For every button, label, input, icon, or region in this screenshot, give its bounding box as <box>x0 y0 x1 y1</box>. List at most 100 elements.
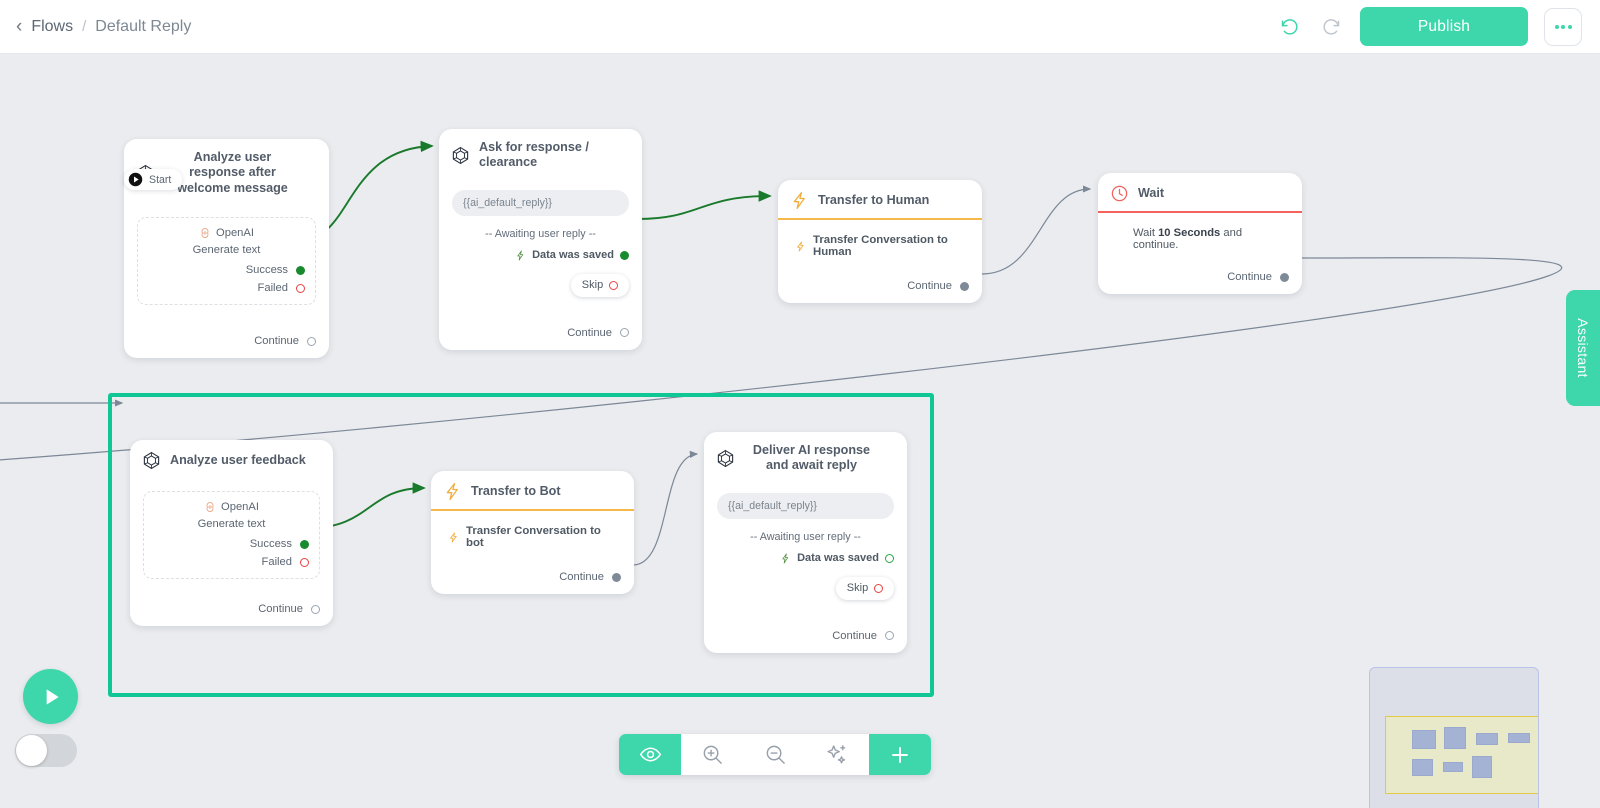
zoom-out-icon <box>766 745 785 764</box>
port-dot-success[interactable] <box>300 539 309 549</box>
port-dot-success[interactable] <box>296 265 305 275</box>
port-dot-skip[interactable] <box>874 583 884 593</box>
node-analyze-feedback[interactable]: Analyze user feedback OpenAI Generate te… <box>130 440 333 626</box>
zoom-out-button[interactable] <box>743 734 807 775</box>
continue-label: Continue <box>559 571 604 583</box>
data-saved-row[interactable]: Data was saved <box>717 552 894 565</box>
port-dot-skip[interactable] <box>609 280 619 290</box>
data-saved-row[interactable]: Data was saved <box>452 249 629 262</box>
preview-button[interactable] <box>619 734 682 775</box>
wait-description: Wait 10 Seconds and continue. <box>1111 223 1289 271</box>
node-action-box[interactable]: OpenAI Generate text Success Failed <box>143 491 320 579</box>
port-dot-continue[interactable] <box>1280 272 1289 282</box>
assistant-tab[interactable]: Assistant <box>1566 290 1600 406</box>
start-badge[interactable]: Start <box>124 169 183 190</box>
port-failed[interactable]: Failed <box>154 556 309 568</box>
flow-enable-toggle[interactable] <box>15 734 77 767</box>
publish-button[interactable]: Publish <box>1360 7 1528 46</box>
port-dot-continue[interactable] <box>311 604 320 614</box>
data-saved-label: Data was saved <box>532 249 614 262</box>
continue-label: Continue <box>832 629 877 642</box>
port-continue[interactable]: Continue <box>717 630 894 642</box>
port-success[interactable]: Success <box>148 264 305 276</box>
data-saved-label: Data was saved <box>797 552 879 565</box>
port-continue[interactable]: Continue <box>137 335 316 347</box>
breadcrumb-separator: / <box>82 18 87 35</box>
zoom-in-icon <box>703 745 722 764</box>
auto-arrange-button[interactable] <box>806 734 869 775</box>
eye-icon <box>639 747 661 762</box>
port-dot-failed[interactable] <box>300 557 309 567</box>
node-transfer-bot[interactable]: Transfer to Bot Transfer Conversation to… <box>431 471 634 594</box>
port-dot-continue[interactable] <box>620 328 629 338</box>
ai-polyhedron-icon <box>452 146 469 165</box>
port-failed[interactable]: Failed <box>148 282 305 294</box>
node-body: {{ai_default_reply}} -- Awaiting user re… <box>439 180 642 350</box>
openai-icon <box>201 228 209 239</box>
wait-prefix: Wait <box>1133 227 1159 239</box>
continue-label: Continue <box>907 280 952 292</box>
breadcrumb-flows-link[interactable]: Flows <box>31 17 74 35</box>
continue-label: Continue <box>567 326 612 339</box>
minimap-node <box>1412 730 1436 749</box>
run-flow-button[interactable] <box>23 669 78 724</box>
port-label: Success <box>245 264 288 277</box>
node-body: {{ai_default_reply}} -- Awaiting user re… <box>704 483 907 653</box>
port-dot-continue[interactable] <box>960 281 969 291</box>
node-header: Deliver AI response and await reply <box>704 432 907 483</box>
port-dot-data-saved[interactable] <box>620 250 629 260</box>
lightning-icon <box>793 191 805 210</box>
node-ask-response[interactable]: Ask for response / clearance {{ai_defaul… <box>439 129 642 350</box>
port-dot-continue[interactable] <box>612 572 621 582</box>
selection-rectangle[interactable] <box>108 393 934 697</box>
node-transfer-human[interactable]: Transfer to Human Transfer Conversation … <box>778 180 982 303</box>
node-action-box[interactable]: OpenAI Generate text Success Failed <box>137 217 316 306</box>
provider-row: OpenAI <box>148 227 305 239</box>
node-body: OpenAI Generate text Success Failed Cont… <box>130 479 333 626</box>
ai-polyhedron-icon <box>143 451 160 470</box>
toggle-knob <box>16 735 47 766</box>
message-token[interactable]: {{ai_default_reply}} <box>717 492 894 519</box>
redo-icon[interactable] <box>1318 14 1344 40</box>
port-continue[interactable]: Continue <box>452 327 629 339</box>
node-body: Transfer Conversation to bot Continue <box>431 511 634 594</box>
port-continue[interactable]: Continue <box>444 571 621 583</box>
port-continue[interactable]: Continue <box>791 280 969 292</box>
port-success[interactable]: Success <box>154 538 309 550</box>
node-action-label: Transfer Conversation to Human <box>813 234 948 258</box>
skip-chip[interactable]: Skip <box>836 576 894 600</box>
edge-wait-loop <box>0 257 1563 461</box>
minimap-viewport[interactable] <box>1385 716 1538 794</box>
plus-icon <box>891 746 908 763</box>
provider-name: OpenAI <box>216 227 254 240</box>
node-deliver-ai[interactable]: Deliver AI response and await reply {{ai… <box>704 432 907 653</box>
port-dot-continue[interactable] <box>885 631 894 641</box>
port-dot-failed[interactable] <box>296 283 305 293</box>
continue-label: Continue <box>258 603 303 615</box>
node-title: Analyze user response after welcome mess… <box>177 150 288 195</box>
add-node-button[interactable] <box>868 734 931 775</box>
port-continue[interactable]: Continue <box>143 603 320 615</box>
node-title: Transfer to Bot <box>471 483 561 498</box>
port-dot-data-saved[interactable] <box>885 553 894 563</box>
lightning-icon <box>782 553 789 564</box>
port-continue[interactable]: Continue <box>1111 271 1289 283</box>
more-options-button[interactable] <box>1544 7 1582 46</box>
top-bar-actions: Publish <box>1276 7 1582 46</box>
more-dot <box>1561 24 1565 29</box>
skip-chip[interactable]: Skip <box>571 273 629 297</box>
node-header: Transfer to Bot <box>431 471 634 511</box>
node-header: Transfer to Human <box>778 180 982 220</box>
undo-icon[interactable] <box>1276 14 1302 40</box>
node-header: Wait <box>1098 173 1302 213</box>
flow-canvas[interactable]: Start Analyze user response after welcom… <box>0 54 1600 808</box>
message-token[interactable]: {{ai_default_reply}} <box>452 189 629 216</box>
back-chevron-icon[interactable]: ‹ <box>16 16 23 37</box>
more-dot <box>1567 24 1572 29</box>
minimap[interactable] <box>1369 667 1539 808</box>
node-wait[interactable]: Wait Wait 10 Seconds and continue. Conti… <box>1098 173 1302 294</box>
port-dot-continue[interactable] <box>307 336 316 346</box>
magic-wand-icon <box>827 745 846 764</box>
minimap-node <box>1476 733 1498 745</box>
zoom-in-button[interactable] <box>681 734 744 775</box>
